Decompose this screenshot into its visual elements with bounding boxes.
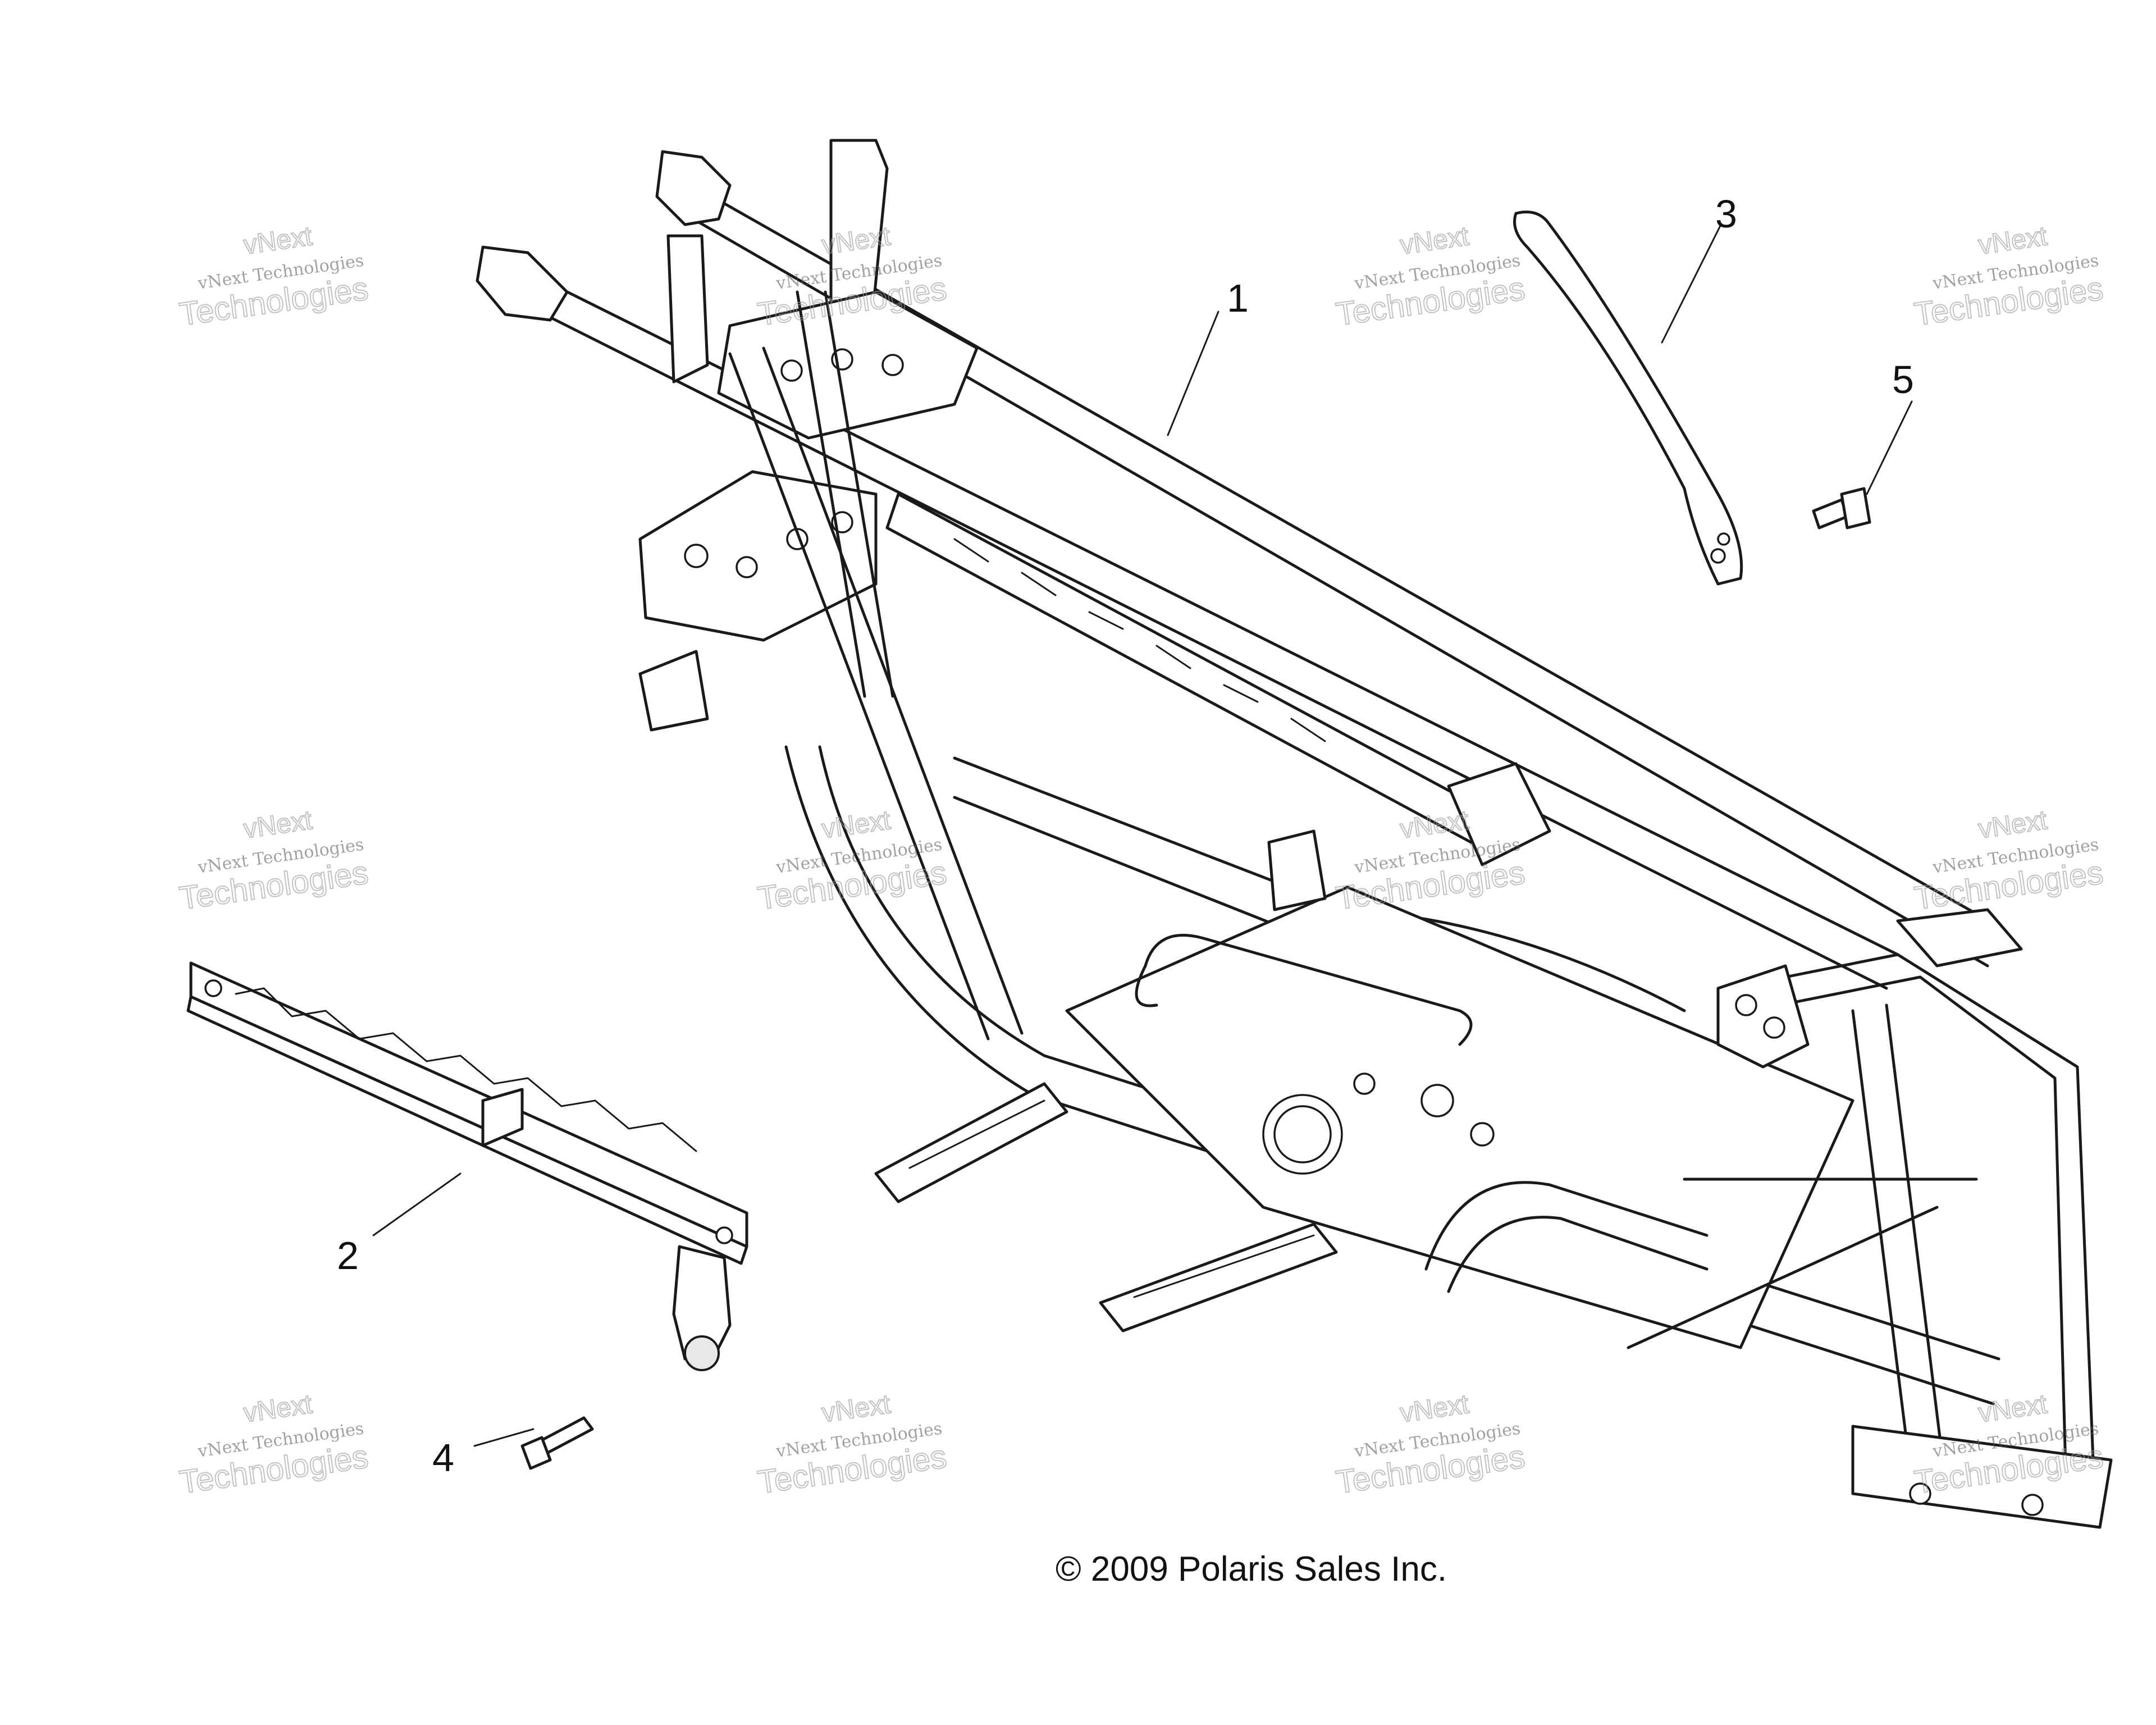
copyright-text: © 2009 Polaris Sales Inc.: [1056, 1550, 1447, 1589]
left-cross-rail: [186, 961, 748, 1371]
watermark: vNext vNext Technologies Technologies: [1912, 221, 2106, 334]
small-bolt: [520, 1416, 594, 1470]
svg-text:vNext: vNext: [820, 1389, 892, 1429]
leader-lines: [372, 223, 1913, 1447]
watermark: vNext vNext Technologies Technologies: [755, 805, 949, 918]
curved-brace: [1513, 211, 1743, 586]
svg-text:vNext: vNext: [820, 805, 892, 845]
svg-text:vNext: vNext: [241, 221, 314, 261]
watermark: vNext vNext Technologies Technologies: [177, 1389, 371, 1502]
callout-2: 2: [337, 1234, 359, 1277]
svg-text:vNext: vNext: [1398, 221, 1470, 261]
svg-text:vNext: vNext: [1398, 1389, 1470, 1429]
callout-5: 5: [1892, 358, 1914, 401]
watermark: vNext vNext Technologies Technologies: [755, 1389, 949, 1502]
callout-1: 1: [1227, 276, 1249, 320]
callout-4: 4: [432, 1436, 454, 1480]
watermark: vNext vNext Technologies Technologies: [177, 221, 371, 334]
watermark: vNext vNext Technologies Technologies: [1912, 805, 2106, 918]
svg-text:vNext: vNext: [1976, 805, 2049, 845]
svg-text:vNext: vNext: [241, 805, 314, 845]
watermark: vNext vNext Technologies Technologies: [177, 805, 371, 918]
svg-text:vNext: vNext: [241, 1389, 314, 1429]
watermark: vNext vNext Technologies Technologies: [1333, 1389, 1528, 1502]
svg-text:vNext: vNext: [1976, 1389, 2049, 1429]
watermark: vNext vNext Technologies Technologies: [1333, 221, 1528, 334]
flange-bolt: [1812, 487, 1871, 530]
svg-text:vNext: vNext: [1398, 805, 1470, 845]
main-frame: [476, 139, 2113, 1529]
callout-3: 3: [1715, 192, 1737, 236]
svg-text:vNext: vNext: [1976, 221, 2049, 261]
